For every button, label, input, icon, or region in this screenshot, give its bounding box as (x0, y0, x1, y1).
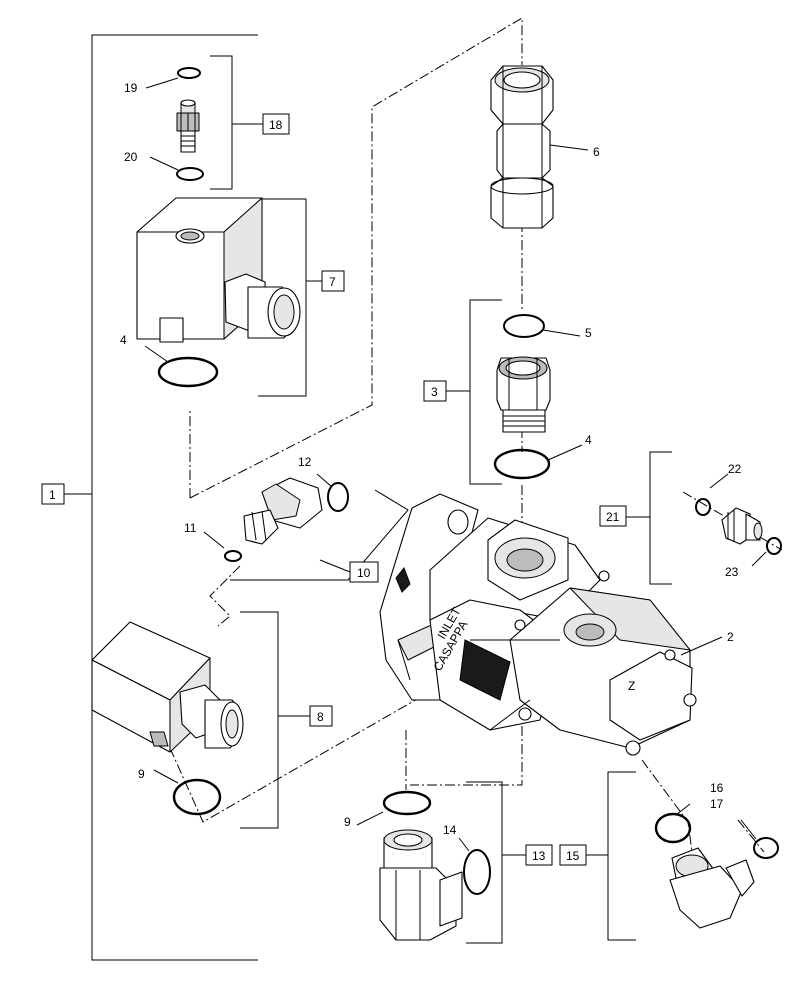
elbow-fitting-10 (243, 477, 323, 545)
part-15-group (584, 771, 779, 941)
part-8-group (91, 611, 310, 829)
callout-17: 17 (710, 797, 724, 811)
callout-13: 13 (532, 849, 546, 863)
o-ring-17 (753, 837, 779, 859)
callout-1: 1 (49, 488, 56, 502)
callout-18: 18 (269, 118, 283, 132)
part-7-group (136, 197, 322, 397)
pump-bolt (598, 570, 610, 582)
callout-3: 3 (431, 385, 438, 399)
pump-bolt (514, 619, 526, 631)
o-ring-20 (176, 167, 204, 181)
fitting-21 (721, 507, 763, 545)
callout-8: 8 (317, 710, 324, 724)
pump-rotation-mark: Z (628, 679, 635, 693)
callout-22: 22 (728, 462, 742, 476)
part-10-group (224, 477, 409, 581)
callout-9-left: 9 (138, 767, 145, 781)
callout-labels: 1 2 3 4 4 5 6 7 8 9 9 10 11 12 13 14 15 … (41, 81, 742, 866)
o-ring-14 (463, 849, 491, 895)
callout-19: 19 (124, 81, 138, 95)
o-ring-16 (654, 812, 692, 844)
o-ring-22 (695, 498, 711, 516)
callout-16: 16 (710, 781, 724, 795)
callout-12: 12 (298, 455, 312, 469)
callout-6: 6 (593, 145, 600, 159)
valve-block-8 (91, 621, 244, 753)
bracket-assembly-1 (64, 34, 258, 961)
callout-9-right: 9 (344, 815, 351, 829)
callout-15: 15 (566, 849, 580, 863)
callout-4-left: 4 (120, 333, 127, 347)
part-13-group (379, 781, 526, 944)
part-3-group (446, 299, 551, 485)
elbow-fitting-15 (669, 847, 755, 929)
callout-5: 5 (585, 326, 592, 340)
callout-21: 21 (606, 510, 620, 524)
callout-4-right: 4 (585, 433, 592, 447)
o-ring-9-left (172, 778, 222, 816)
assembly-center-lines (169, 17, 783, 853)
callout-10: 10 (357, 566, 371, 580)
callout-20: 20 (124, 150, 138, 164)
o-ring-19 (177, 67, 201, 79)
o-ring-9-right (382, 790, 432, 816)
hydraulic-pump-2: CASAPPA INLET Z (379, 493, 697, 756)
part-21-group (626, 451, 782, 585)
adapter-fitting-3 (496, 356, 551, 433)
pump-bolt (664, 649, 676, 661)
callout-2: 2 (727, 630, 734, 644)
valve-block-7 (136, 197, 301, 343)
callout-11: 11 (184, 521, 197, 535)
part-18-group (176, 55, 263, 190)
o-ring-12 (327, 482, 349, 512)
o-ring-4-right (493, 448, 551, 480)
o-ring-23 (766, 537, 782, 555)
pump-bolt (518, 707, 532, 721)
elbow-fitting-13 (379, 829, 463, 941)
callout-7: 7 (329, 275, 336, 289)
callout-14: 14 (443, 823, 457, 837)
o-ring-5 (503, 314, 545, 338)
callout-23: 23 (725, 565, 739, 579)
pump-bolt (625, 740, 641, 756)
fitting-18 (176, 99, 200, 153)
union-fitting-6 (490, 65, 554, 229)
o-ring-4-upper (157, 356, 219, 388)
o-ring-11 (224, 550, 242, 562)
pump-bolt (683, 693, 697, 707)
